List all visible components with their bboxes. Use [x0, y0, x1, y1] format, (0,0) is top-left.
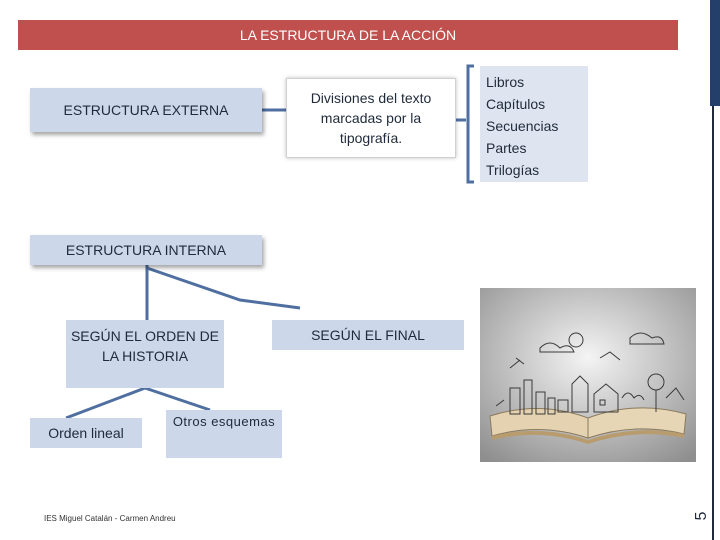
- external-description-box: Divisiones del texto marcadas por la tip…: [286, 78, 456, 158]
- list-item: Partes: [486, 140, 527, 156]
- connector-orden-lineal: [65, 386, 146, 420]
- linear-order-box: Orden lineal: [30, 418, 142, 448]
- list-item: Libros: [486, 74, 525, 90]
- list-item: Trilogías: [486, 162, 540, 178]
- internal-structure-box: ESTRUCTURA INTERNA: [30, 235, 262, 265]
- other-schemes-box: Otros esquemas: [166, 410, 282, 458]
- decorative-right-strip: [710, 0, 720, 106]
- ending-box: SEGÚN EL FINAL: [272, 320, 464, 350]
- page-number: 5: [693, 511, 710, 521]
- decorative-right-line: [712, 106, 714, 540]
- list-bracket: [466, 64, 474, 184]
- footer-credit: IES Miguel Catalán - Carmen Andreu: [44, 514, 176, 523]
- external-structure-box: ESTRUCTURA EXTERNA: [30, 88, 262, 132]
- external-divisions-list: Libros Capítulos Secuencias Partes Trilo…: [480, 66, 588, 182]
- open-book-with-sketched-city-icon: [480, 288, 696, 462]
- order-of-story-box: SEGÚN EL ORDEN DE LA HISTORIA: [66, 320, 224, 388]
- connector-orden-otros: [144, 386, 211, 412]
- connector-interna-final: [146, 266, 301, 310]
- list-item: Capítulos: [486, 96, 546, 112]
- slide-title: LA ESTRUCTURA DE LA ACCIÓN: [18, 20, 678, 50]
- list-item: Secuencias: [486, 118, 559, 134]
